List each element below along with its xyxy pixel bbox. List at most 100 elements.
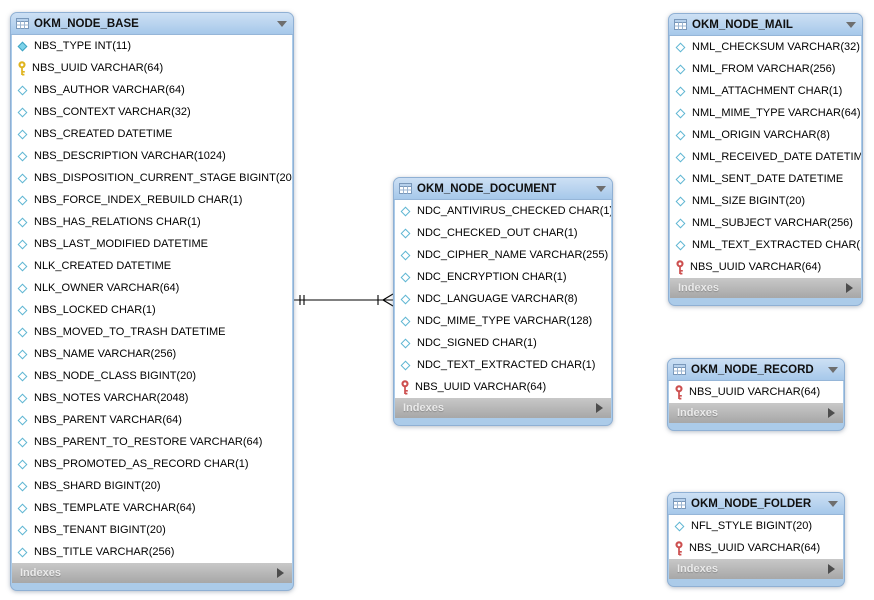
expand-arrow-icon[interactable] <box>277 568 284 578</box>
table-okm_node_document[interactable]: OKM_NODE_DOCUMENT NDC_ANTIVIRUS_CHECKED C… <box>393 177 613 426</box>
column-label: NDC_SIGNED CHAR(1) <box>417 337 537 349</box>
column-row[interactable]: NBS_DESCRIPTION VARCHAR(1024) <box>12 145 292 167</box>
column-row[interactable]: NML_SIZE BIGINT(20) <box>670 190 861 212</box>
nullable-column-icon <box>17 107 28 117</box>
column-row[interactable]: NBS_TYPE INT(11) <box>12 35 292 57</box>
column-label: NBS_TEMPLATE VARCHAR(64) <box>34 502 196 514</box>
nullable-column-icon <box>675 42 686 52</box>
column-label: NBS_TENANT BIGINT(20) <box>34 524 166 536</box>
collapse-arrow-icon[interactable] <box>846 21 856 28</box>
column-label: NML_SENT_DATE DATETIME <box>692 173 844 185</box>
column-label: NBS_CONTEXT VARCHAR(32) <box>34 106 191 118</box>
collapse-arrow-icon[interactable] <box>596 185 606 192</box>
column-row[interactable]: NBS_UUID VARCHAR(64) <box>12 57 292 79</box>
column-row[interactable]: NML_CHECKSUM VARCHAR(32) <box>670 36 861 58</box>
table-columns: NBS_TYPE INT(11)NBS_UUID VARCHAR(64)NBS_… <box>12 35 292 563</box>
collapse-arrow-icon[interactable] <box>828 500 838 507</box>
nullable-column-icon <box>17 415 28 425</box>
column-row[interactable]: NBS_HAS_RELATIONS CHAR(1) <box>12 211 292 233</box>
expand-arrow-icon[interactable] <box>596 403 603 413</box>
column-row[interactable]: NML_SUBJECT VARCHAR(256) <box>670 212 861 234</box>
indexes-footer[interactable]: Indexes <box>12 563 292 583</box>
column-row[interactable]: NBS_LOCKED CHAR(1) <box>12 299 292 321</box>
table-header[interactable]: OKM_NODE_MAIL <box>669 14 862 36</box>
column-row[interactable]: NML_ATTACHMENT CHAR(1) <box>670 80 861 102</box>
table-bottom-edge <box>394 418 612 425</box>
table-header[interactable]: OKM_NODE_BASE <box>11 13 293 35</box>
column-row[interactable]: NBS_TEMPLATE VARCHAR(64) <box>12 497 292 519</box>
column-row[interactable]: NBS_UUID VARCHAR(64) <box>669 537 843 559</box>
column-row[interactable]: NDC_CIPHER_NAME VARCHAR(255) <box>395 244 611 266</box>
column-row[interactable]: NDC_CHECKED_OUT CHAR(1) <box>395 222 611 244</box>
column-row[interactable]: NBS_CREATED DATETIME <box>12 123 292 145</box>
column-row[interactable]: NBS_TENANT BIGINT(20) <box>12 519 292 541</box>
nullable-column-icon <box>17 151 28 161</box>
expand-arrow-icon[interactable] <box>846 283 853 293</box>
column-row[interactable]: NBS_PROMOTED_AS_RECORD CHAR(1) <box>12 453 292 475</box>
column-row[interactable]: NBS_MOVED_TO_TRASH DATETIME <box>12 321 292 343</box>
column-row[interactable]: NML_ORIGIN VARCHAR(8) <box>670 124 861 146</box>
column-row[interactable]: NBS_DISPOSITION_CURRENT_STAGE BIGINT(20) <box>12 167 292 189</box>
column-row[interactable]: NML_RECEIVED_DATE DATETIME <box>670 146 861 168</box>
indexes-footer[interactable]: Indexes <box>395 398 611 418</box>
column-row[interactable]: NML_TEXT_EXTRACTED CHAR(1) <box>670 234 861 256</box>
relationship-connector[interactable] <box>293 289 394 311</box>
column-row[interactable]: NBS_UUID VARCHAR(64) <box>670 256 861 278</box>
column-row[interactable]: NBS_NAME VARCHAR(256) <box>12 343 292 365</box>
nullable-column-icon <box>17 371 28 381</box>
nullable-column-icon <box>675 64 686 74</box>
collapse-arrow-icon[interactable] <box>828 366 838 373</box>
indexes-footer[interactable]: Indexes <box>670 278 861 298</box>
column-row[interactable]: NDC_LANGUAGE VARCHAR(8) <box>395 288 611 310</box>
column-row[interactable]: NDC_ENCRYPTION CHAR(1) <box>395 266 611 288</box>
column-label: NDC_ANTIVIRUS_CHECKED CHAR(1) <box>417 205 611 217</box>
column-row[interactable]: NFL_STYLE BIGINT(20) <box>669 515 843 537</box>
nullable-column-icon <box>400 250 411 260</box>
table-icon <box>673 364 686 375</box>
column-row[interactable]: NDC_TEXT_EXTRACTED CHAR(1) <box>395 354 611 376</box>
column-row[interactable]: NML_SENT_DATE DATETIME <box>670 168 861 190</box>
nullable-column-icon <box>400 316 411 326</box>
column-row[interactable]: NBS_PARENT_TO_RESTORE VARCHAR(64) <box>12 431 292 453</box>
column-row[interactable]: NDC_ANTIVIRUS_CHECKED CHAR(1) <box>395 200 611 222</box>
table-header[interactable]: OKM_NODE_DOCUMENT <box>394 178 612 200</box>
column-row[interactable]: NDC_SIGNED CHAR(1) <box>395 332 611 354</box>
column-label: NBS_PROMOTED_AS_RECORD CHAR(1) <box>34 458 249 470</box>
nullable-column-icon <box>400 338 411 348</box>
column-row[interactable]: NML_MIME_TYPE VARCHAR(64) <box>670 102 861 124</box>
column-row[interactable]: NLK_CREATED DATETIME <box>12 255 292 277</box>
column-row[interactable]: NBS_TITLE VARCHAR(256) <box>12 541 292 563</box>
table-columns: NFL_STYLE BIGINT(20)NBS_UUID VARCHAR(64) <box>669 515 843 559</box>
column-row[interactable]: NBS_CONTEXT VARCHAR(32) <box>12 101 292 123</box>
column-row[interactable]: NBS_PARENT VARCHAR(64) <box>12 409 292 431</box>
column-row[interactable]: NBS_NOTES VARCHAR(2048) <box>12 387 292 409</box>
expand-arrow-icon[interactable] <box>828 564 835 574</box>
column-row[interactable]: NBS_NODE_CLASS BIGINT(20) <box>12 365 292 387</box>
table-icon <box>399 183 412 194</box>
foreign-key-icon <box>401 379 409 394</box>
expand-arrow-icon[interactable] <box>828 408 835 418</box>
table-okm_node_base[interactable]: OKM_NODE_BASE NBS_TYPE INT(11) NBS_UUID VA… <box>10 12 294 591</box>
column-label: NDC_TEXT_EXTRACTED CHAR(1) <box>417 359 596 371</box>
column-row[interactable]: NBS_LAST_MODIFIED DATETIME <box>12 233 292 255</box>
indexes-footer[interactable]: Indexes <box>669 559 843 579</box>
column-row[interactable]: NBS_UUID VARCHAR(64) <box>669 381 843 403</box>
column-row[interactable]: NBS_SHARD BIGINT(20) <box>12 475 292 497</box>
column-label: NBS_TYPE INT(11) <box>34 40 131 52</box>
table-header[interactable]: OKM_NODE_RECORD <box>668 359 844 381</box>
nullable-column-icon <box>17 261 28 271</box>
nullable-column-icon <box>675 240 686 250</box>
collapse-arrow-icon[interactable] <box>277 20 287 27</box>
table-header[interactable]: OKM_NODE_FOLDER <box>668 493 844 515</box>
column-row[interactable]: NLK_OWNER VARCHAR(64) <box>12 277 292 299</box>
indexes-label: Indexes <box>678 282 719 294</box>
column-row[interactable]: NML_FROM VARCHAR(256) <box>670 58 861 80</box>
column-row[interactable]: NDC_MIME_TYPE VARCHAR(128) <box>395 310 611 332</box>
column-row[interactable]: NBS_FORCE_INDEX_REBUILD CHAR(1) <box>12 189 292 211</box>
column-row[interactable]: NBS_AUTHOR VARCHAR(64) <box>12 79 292 101</box>
column-row[interactable]: NBS_UUID VARCHAR(64) <box>395 376 611 398</box>
indexes-footer[interactable]: Indexes <box>669 403 843 423</box>
